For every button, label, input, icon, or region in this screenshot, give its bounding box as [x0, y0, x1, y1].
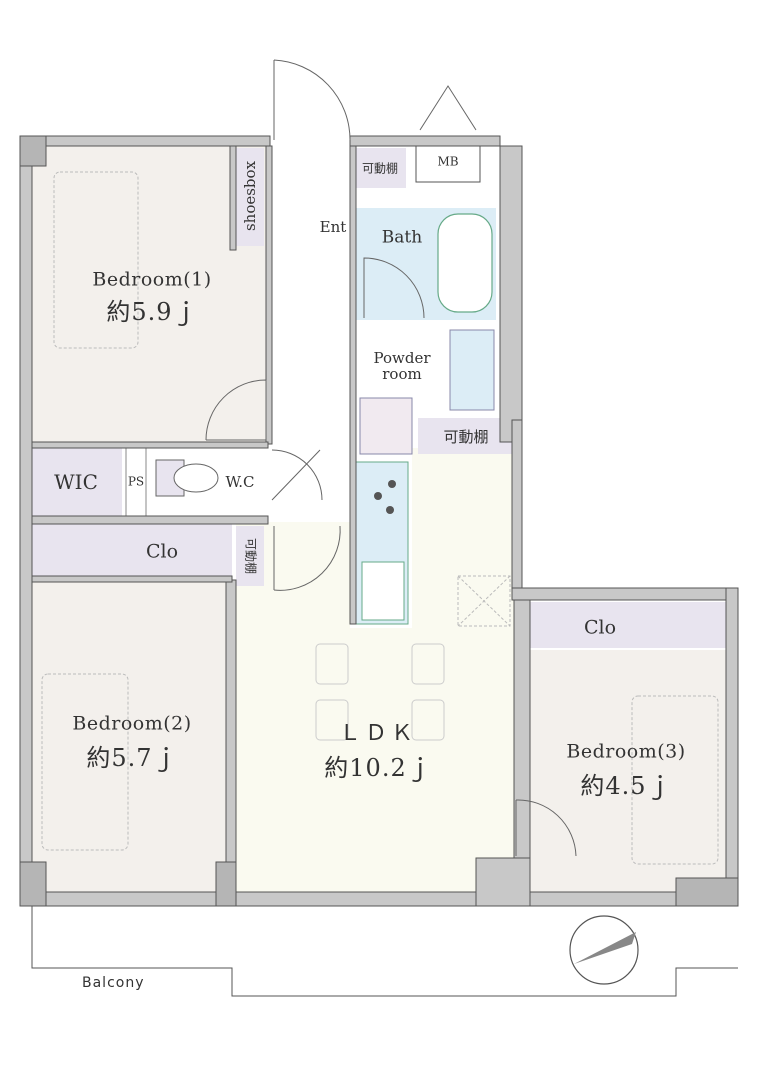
- mb-label: MB: [437, 154, 459, 169]
- wall-bottom: [19, 891, 739, 907]
- wall-br2-right: [225, 579, 237, 893]
- wall-hall-right: [349, 145, 357, 625]
- powder-room-label-1: Powder: [373, 348, 431, 367]
- wall-wc-bottom: [31, 515, 269, 525]
- wall-left: [19, 135, 33, 907]
- ps-label: PS: [127, 474, 145, 489]
- ldk-size: 約10.2ｊ: [324, 753, 432, 782]
- shelf-side-label: 可動棚: [243, 537, 258, 575]
- wic-floor: [32, 446, 122, 516]
- sink: [361, 561, 405, 621]
- wall-wic-top: [31, 441, 269, 449]
- wic-label: WIC: [54, 470, 98, 494]
- mb-box: [415, 139, 481, 183]
- bedroom2-floor: [32, 580, 228, 892]
- bedroom1-name: Bedroom(1): [92, 268, 212, 291]
- powder-room-label-2: room: [382, 364, 422, 383]
- wall-column-ldk: [475, 857, 531, 907]
- hallway-floor: [266, 146, 350, 522]
- bedroom3-size: 約4.5ｊ: [580, 771, 672, 800]
- washbasin: [449, 329, 495, 411]
- clo-left-floor: [32, 524, 232, 576]
- shelf-side-floor: [236, 526, 264, 586]
- clo-right-floor: [530, 602, 726, 648]
- wall-hall-left: [229, 145, 237, 251]
- clo-right-label: Clo: [583, 616, 617, 639]
- shelf-top-floor: [352, 148, 406, 188]
- wall-right-step: [511, 587, 739, 601]
- ent-label: Ent: [319, 217, 347, 236]
- shelf-top-label: 可動棚: [361, 161, 399, 176]
- wall-right: [725, 587, 739, 907]
- wall-top-br1: [19, 135, 271, 147]
- wall-clo-bottom: [31, 575, 233, 583]
- wall-br1-right: [265, 145, 273, 445]
- bedroom3-floor: [530, 650, 726, 892]
- wall-top-right: [349, 135, 501, 147]
- compass-icon: [569, 915, 639, 985]
- bedroom1-size: 約5.9ｊ: [106, 297, 198, 326]
- bedroom2-size: 約5.7ｊ: [86, 743, 178, 772]
- shelf-mid-floor: [418, 418, 512, 454]
- clo-left-label: Clo: [145, 540, 179, 563]
- shelf-mid-label: 可動棚: [443, 427, 489, 446]
- wall-upper-right: [499, 145, 523, 443]
- bedroom3-name: Bedroom(3): [566, 740, 686, 763]
- balcony-label: Balcony: [82, 975, 145, 991]
- wall-right-upper: [511, 419, 523, 591]
- bedroom2-name: Bedroom(2): [72, 712, 192, 735]
- ldk-floor: [236, 448, 514, 892]
- washer-pan: [359, 397, 413, 455]
- ldk-name: ＬＤＫ: [338, 720, 418, 746]
- wc-label: W.C: [225, 472, 255, 491]
- bedroom1-floor: [32, 146, 266, 442]
- bathtub: [437, 213, 493, 313]
- bath-label: Bath: [381, 227, 423, 248]
- shoesbox-label: shoesbox: [240, 160, 259, 232]
- shoesbox-floor: [236, 148, 264, 246]
